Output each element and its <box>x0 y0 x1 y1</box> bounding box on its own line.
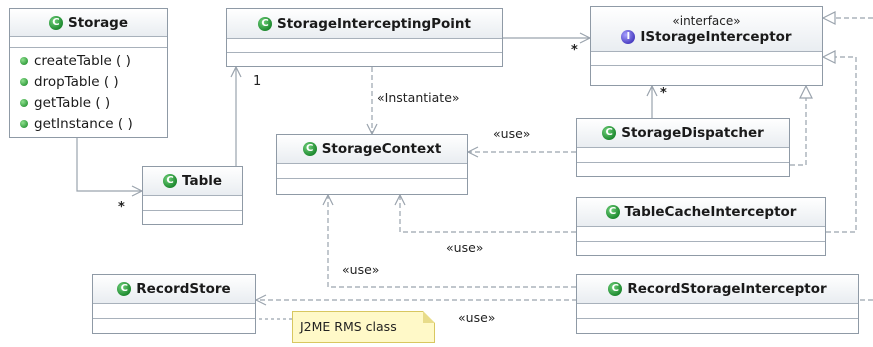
class-table[interactable]: C Table <box>142 166 243 225</box>
class-name: IStorageInterceptor <box>640 28 792 45</box>
label-use-table-cache: «use» <box>446 240 484 255</box>
attributes-section <box>577 304 858 319</box>
label-use-dispatcher: «use» <box>493 126 531 141</box>
realize-dispatcher <box>790 86 806 166</box>
multiplicity-sip-interceptor: * <box>571 43 578 58</box>
interface-icon: I <box>621 29 636 44</box>
class-icon: C <box>302 142 317 156</box>
interface-istorage-interceptor[interactable]: «interface» I IStorageInterceptor <box>590 6 823 86</box>
class-table-cache-interceptor[interactable]: C TableCacheInterceptor <box>576 197 826 256</box>
class-storage[interactable]: C Storage createTable ( ) dropTable ( ) … <box>9 8 168 138</box>
public-method-icon <box>20 119 28 128</box>
class-header: C StorageContext <box>277 135 467 164</box>
multiplicity-storage-table: * <box>118 200 125 215</box>
multiplicity-table-sip: 1 <box>253 74 262 89</box>
class-header: C RecordStore <box>93 275 255 304</box>
operation[interactable]: getTable ( ) <box>20 92 167 113</box>
class-name: RecordStorageInterceptor <box>627 281 827 297</box>
class-icon: C <box>117 282 132 296</box>
multiplicity-dispatcher-interceptor: * <box>660 86 667 101</box>
class-header: C TableCacheInterceptor <box>577 198 825 227</box>
label-use-record-storage: «use» <box>342 262 380 277</box>
class-header: C StorageInterceptingPoint <box>227 9 502 39</box>
attributes-section <box>591 52 822 66</box>
class-header: C RecordStorageInterceptor <box>577 275 858 304</box>
attributes-section <box>10 37 167 48</box>
operation[interactable]: getInstance ( ) <box>20 113 167 134</box>
public-method-icon <box>20 77 28 86</box>
class-header: «interface» I IStorageInterceptor <box>591 7 822 52</box>
attributes-section <box>277 164 467 179</box>
class-header: C Table <box>143 167 242 196</box>
label-use-record-store: «use» <box>458 310 496 325</box>
attributes-section <box>143 196 242 211</box>
class-name: TableCacheInterceptor <box>624 204 797 220</box>
class-header: C Storage <box>10 9 167 37</box>
operations-section: createTable ( ) dropTable ( ) getTable (… <box>10 48 167 136</box>
assoc-storage-table <box>76 138 142 191</box>
operation-label: getInstance ( ) <box>34 115 133 132</box>
realize-table-cache <box>823 57 857 233</box>
class-storage-context[interactable]: C StorageContext <box>276 134 468 195</box>
operation-label: getTable ( ) <box>34 94 111 111</box>
operation[interactable]: dropTable ( ) <box>20 71 167 92</box>
class-icon: C <box>608 282 623 296</box>
dep-record-storage-context <box>328 195 576 288</box>
class-name: StorageDispatcher <box>621 125 764 141</box>
label-instantiate: «Instantiate» <box>377 90 460 105</box>
class-icon: C <box>48 15 63 30</box>
note-j2me-rms[interactable]: J2ME RMS class <box>292 311 435 343</box>
public-method-icon <box>20 56 28 65</box>
class-name: Storage <box>67 14 129 31</box>
operation-label: dropTable ( ) <box>34 73 119 90</box>
class-name: StorageInterceptingPoint <box>277 15 471 32</box>
class-icon: C <box>162 174 177 188</box>
class-name: Table <box>181 173 223 189</box>
class-record-storage-interceptor[interactable]: C RecordStorageInterceptor <box>576 274 859 334</box>
stereotype-label: «interface» <box>672 13 741 28</box>
class-header: C StorageDispatcher <box>577 119 789 148</box>
public-method-icon <box>20 98 28 107</box>
operation-label: createTable ( ) <box>34 52 131 69</box>
class-icon: C <box>605 205 620 219</box>
class-storage-intercepting-point[interactable]: C StorageInterceptingPoint <box>226 8 503 67</box>
class-icon: C <box>258 16 272 31</box>
class-name: RecordStore <box>136 281 231 297</box>
class-name: StorageContext <box>321 141 442 157</box>
attributes-section <box>577 148 789 163</box>
class-record-store[interactable]: C RecordStore <box>92 274 256 334</box>
class-storage-dispatcher[interactable]: C StorageDispatcher <box>576 118 790 177</box>
attributes-section <box>93 304 255 319</box>
attributes-section <box>227 39 502 53</box>
operation[interactable]: createTable ( ) <box>20 50 167 71</box>
class-icon: C <box>602 126 617 140</box>
attributes-section <box>577 227 825 242</box>
dep-table-cache-context <box>400 195 576 233</box>
